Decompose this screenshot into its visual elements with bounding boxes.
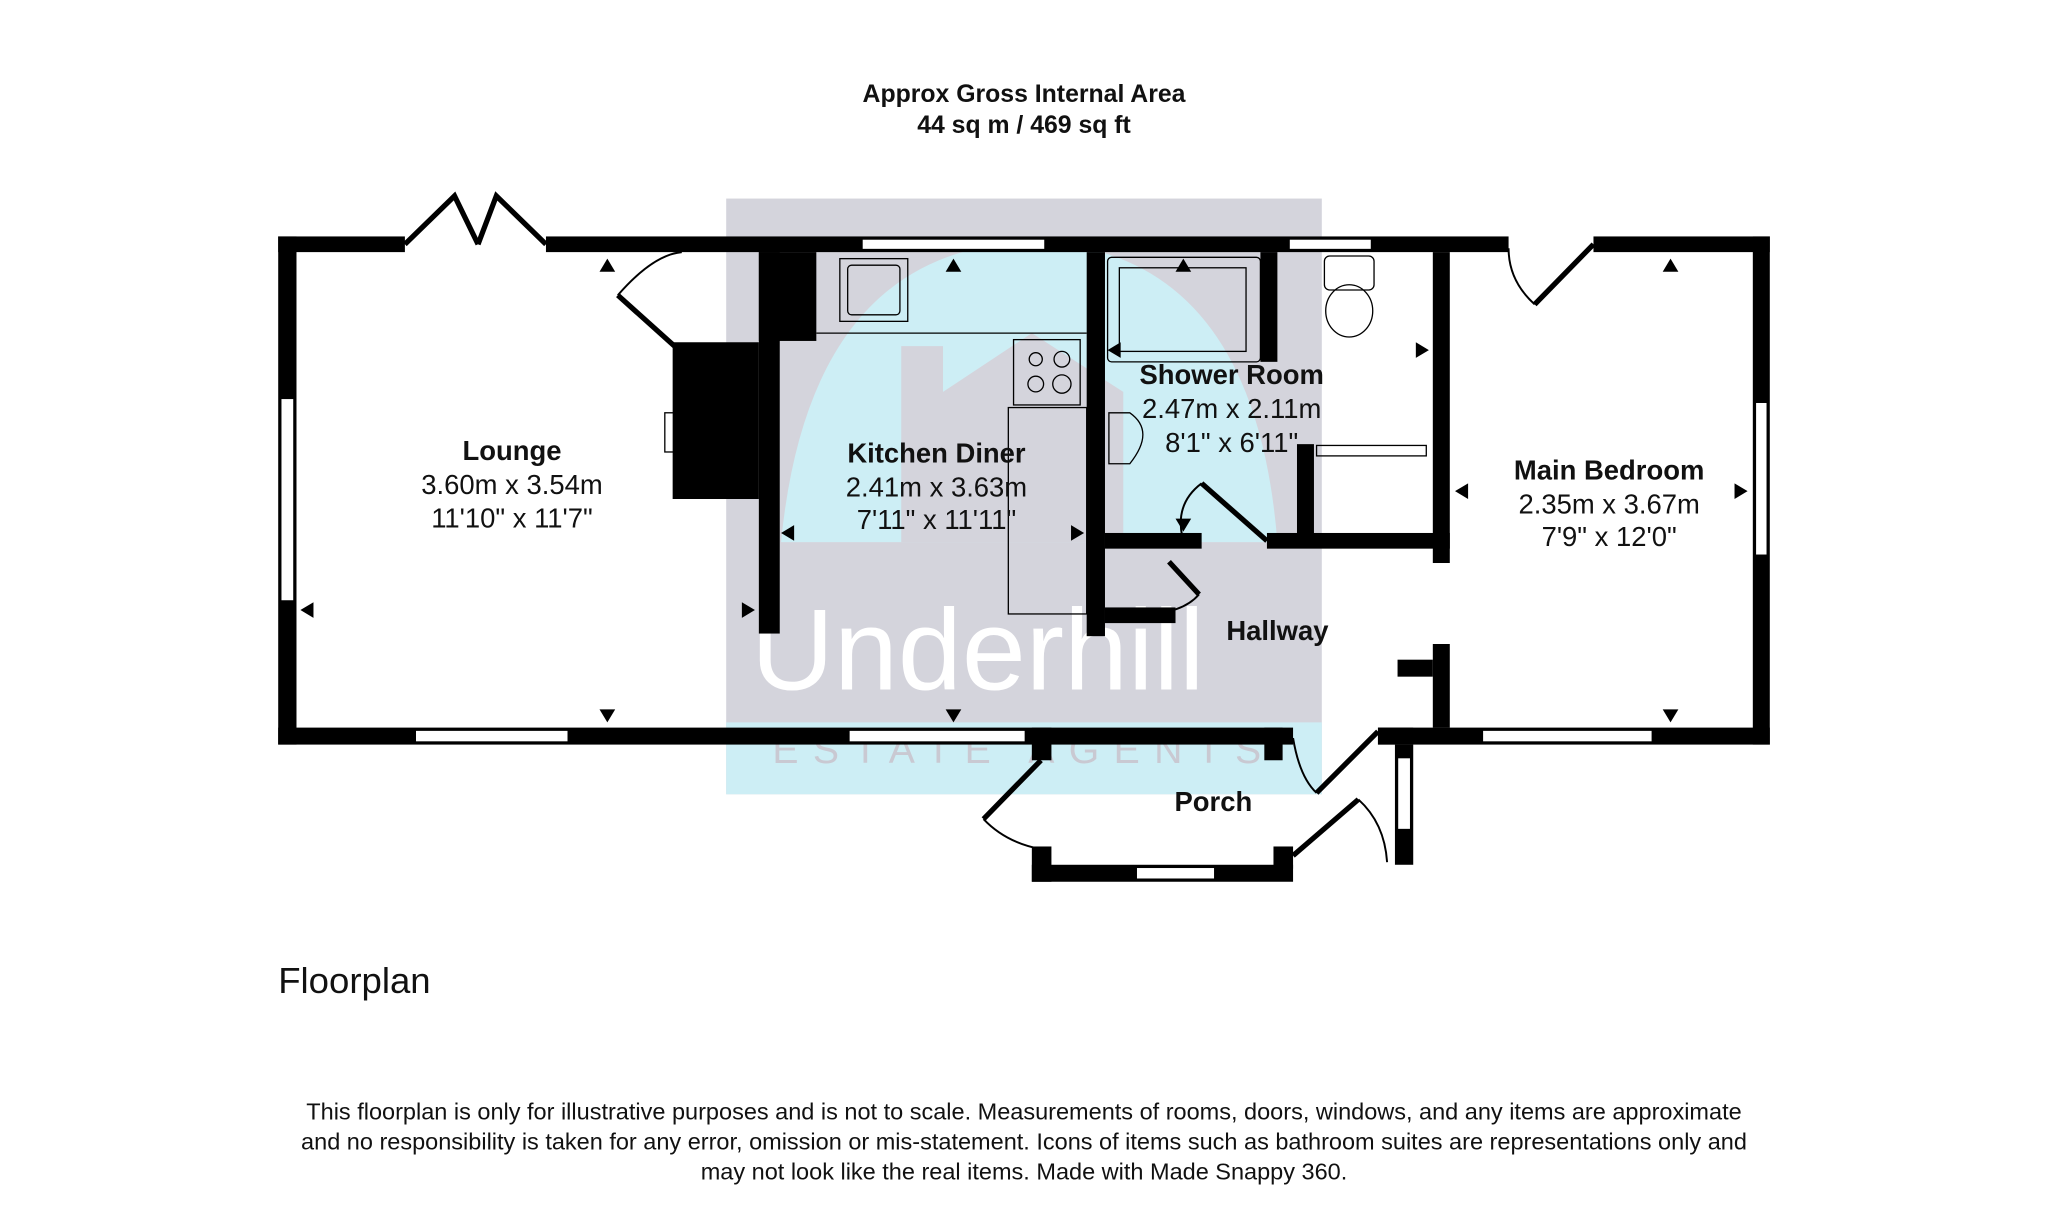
room-lounge: Lounge 3.60m x 3.54m 11'10" x 11'7" (421, 435, 602, 534)
room-imperial: 11'10" x 11'7" (431, 503, 593, 534)
area-value: 44 sq m / 469 sq ft (917, 112, 1131, 139)
room-imperial: 7'9" x 12'0" (1542, 521, 1677, 552)
room-metric: 3.60m x 3.54m (421, 469, 602, 500)
room-hallway: Hallway (1226, 615, 1329, 646)
dimension-arrows (300, 258, 1748, 723)
room-shower-room: Shower Room 2.47m x 2.11m 8'1" x 6'11" (1139, 359, 1323, 458)
room-imperial: 8'1" x 6'11" (1165, 427, 1298, 458)
floor-label: Floorplan (278, 960, 430, 1001)
room-name: Shower Room (1139, 359, 1323, 390)
room-metric: 2.41m x 3.63m (846, 471, 1027, 502)
room-metric: 2.35m x 3.67m (1518, 488, 1699, 519)
area-title: Approx Gross Internal Area (863, 81, 1186, 108)
disclaimer-line: may not look like the real items. Made w… (701, 1159, 1348, 1185)
room-main-bedroom: Main Bedroom 2.35m x 3.67m 7'9" x 12'0" (1514, 454, 1704, 552)
disclaimer: This floorplan is only for illustrative … (301, 1098, 1747, 1184)
watermark-brand: Underhill (751, 587, 1205, 715)
room-imperial: 7'11" x 11'11" (857, 504, 1017, 535)
room-name: Kitchen Diner (847, 437, 1026, 468)
disclaimer-line: This floorplan is only for illustrative … (306, 1098, 1741, 1124)
room-name: Main Bedroom (1514, 454, 1704, 485)
room-kitchen-diner: Kitchen Diner 2.41m x 3.63m 7'11" x 11'1… (846, 437, 1027, 535)
windows (280, 238, 1768, 880)
room-metric: 2.47m x 2.11m (1142, 393, 1321, 424)
disclaimer-line: and no responsibility is taken for any e… (301, 1129, 1747, 1155)
room-name: Lounge (462, 435, 561, 466)
room-porch: Porch (1175, 786, 1253, 817)
doors (403, 191, 1596, 863)
